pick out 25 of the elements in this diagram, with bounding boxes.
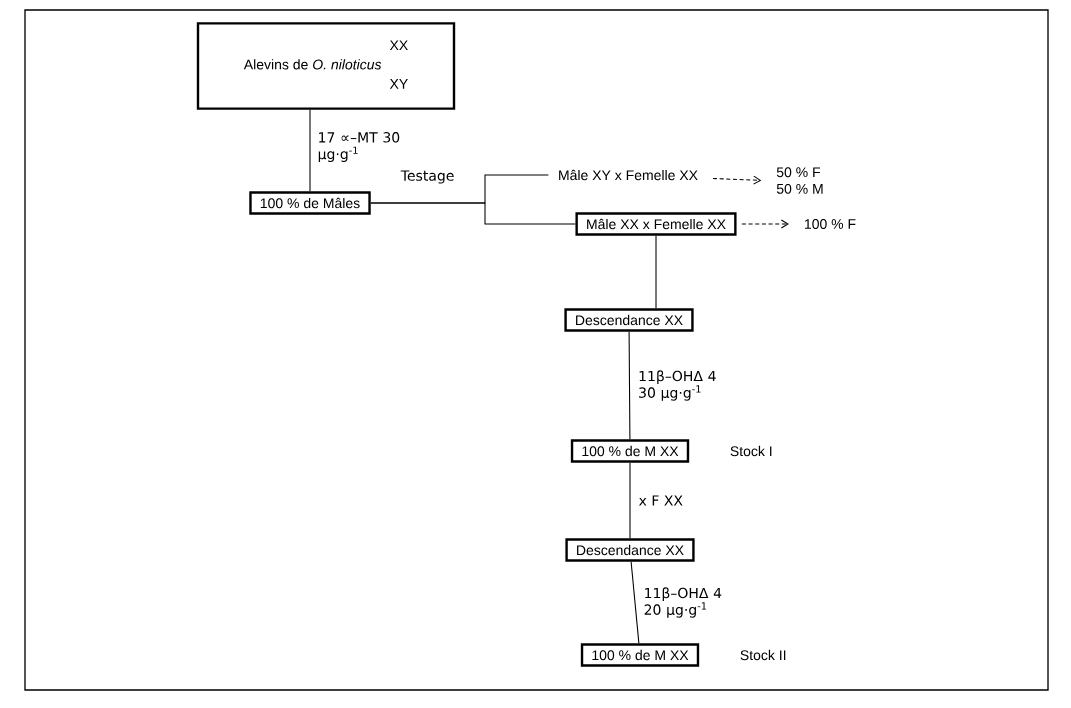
edge-label: 17 ∝–MT 30 µg·g$^{-1}$ (316, 130, 402, 164)
process-box: 100 % de M XX (570, 439, 690, 463)
process-box: Descendance XX (564, 308, 694, 332)
result-text: 50 % F 50 % M (776, 167, 823, 194)
connector-line (370, 202, 576, 225)
arrow (712, 175, 762, 185)
cross-text: Mâle XY x Femelle XX (559, 169, 698, 181)
side-label: Stock II (740, 649, 786, 661)
connector-line (309, 109, 311, 192)
result-text: 100 % F (805, 219, 856, 229)
edge-label: 11β–OHΔ 4 20 µg·g$^{-1}$ (642, 586, 728, 619)
process-box: 100 % de M XX (580, 643, 700, 667)
process-box: 100 % de Mâles (249, 191, 371, 215)
specimen-box: XX Alevins de O. niloticus XY (196, 22, 456, 110)
connector-line (655, 235, 657, 309)
process-box: Descendance XX (565, 538, 695, 562)
process-box: Mâle XX x Femelle XX (575, 212, 737, 236)
side-label: Stock I (730, 445, 772, 457)
arrow (741, 219, 789, 229)
edge-label: Testage (399, 169, 456, 185)
edge-label: x F XX (637, 494, 685, 507)
connector-line (630, 561, 640, 644)
connector-line (629, 462, 631, 539)
connector-line (628, 331, 631, 440)
edge-label: 11β–OHΔ 4 30 µg·g$^{-1}$ (636, 369, 723, 402)
